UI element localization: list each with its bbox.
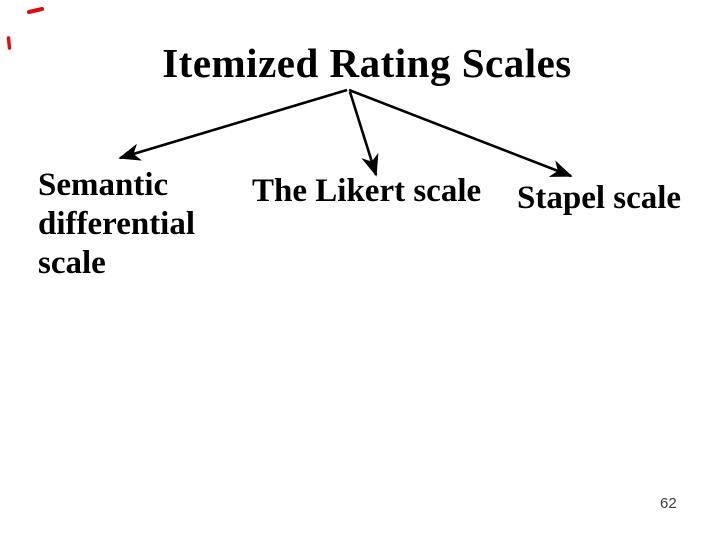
red-annotation-mark-top-icon [27,7,44,14]
node-likert-scale: The Likert scale [252,173,482,209]
node-stapel-scale: Stapel scale [517,180,682,216]
node-semantic-differential-scale: Semantic differential scale [38,167,196,281]
arrow-to-likert-icon [348,91,379,177]
page-number: 62 [660,495,677,512]
red-annotation-mark-left-icon [6,36,12,50]
slide-title: Itemized Rating Scales [162,40,572,86]
arrow-to-semantic-differential-icon [118,88,348,161]
arrow-to-stapel-icon [348,88,573,178]
